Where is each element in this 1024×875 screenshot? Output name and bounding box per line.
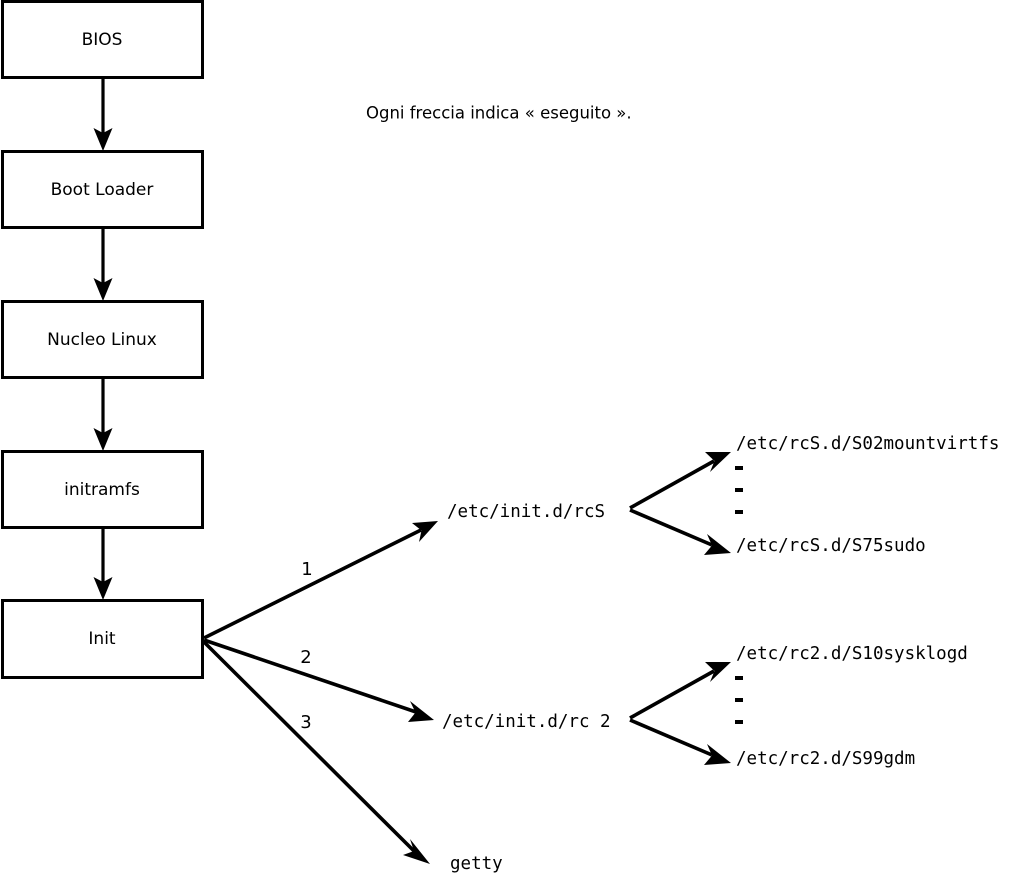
node-nucleo-linux: Nucleo Linux: [1, 300, 204, 379]
label-init-d-rc2: /etc/init.d/rc 2: [442, 712, 611, 732]
rc2-ellipsis: [735, 676, 743, 724]
label-rcs-last-script: /etc/rcS.d/S75sudo: [736, 536, 926, 556]
node-initramfs: initramfs: [1, 450, 204, 529]
arrow-bios-to-boot-loader: [93, 77, 113, 151]
arrowhead-icon: [705, 662, 731, 682]
label-rc2-last-script: /etc/rc2.d/S99gdm: [736, 749, 915, 769]
arrowhead-icon: [93, 278, 113, 301]
node-init: Init: [1, 599, 204, 679]
branch-number-3: 3: [300, 712, 311, 733]
label-rcs-first-script: /etc/rcS.d/S02mountvirtfs: [736, 434, 999, 454]
rc2-scripts-group: /etc/rc2.d/S10sysklogd /etc/rc2.d/S99gdm: [629, 644, 968, 769]
label-rc2-first-script: /etc/rc2.d/S10sysklogd: [736, 644, 968, 664]
bios-label: BIOS: [82, 30, 123, 50]
label-init-d-rcs: /etc/init.d/rcS: [447, 502, 605, 522]
arrowhead-icon: [412, 521, 438, 542]
initramfs-label: initramfs: [64, 480, 140, 500]
arrowhead-icon: [93, 577, 113, 600]
arrowhead-icon: [93, 428, 113, 451]
branch-number-1: 1: [301, 559, 312, 580]
boot-loader-label: Boot Loader: [51, 180, 154, 200]
node-bios: BIOS: [1, 0, 204, 79]
arrowhead-icon: [93, 128, 113, 151]
initramfs-box: [1, 450, 204, 529]
init-fanout-group: 1 2 3 /etc/init.d/rcS /etc/init.d/rc 2 g…: [202, 502, 611, 874]
rcs-ellipsis: [735, 466, 743, 514]
arrow-initramfs-to-init: [93, 527, 113, 600]
arrow-nucleo-to-initramfs: [93, 377, 113, 451]
bios-box: [1, 0, 204, 79]
ellipsis-dash-icon: [735, 720, 743, 724]
init-branch-3: 3: [202, 640, 430, 864]
diagram-caption: Ogni freccia indica « eseguito ».: [366, 104, 632, 123]
node-boot-loader: Boot Loader: [1, 150, 204, 229]
init-branch-1: 1: [203, 521, 438, 640]
nucleo-linux-label: Nucleo Linux: [47, 330, 157, 350]
arrowhead-icon: [704, 534, 731, 555]
arrow-boot-loader-to-nucleo: [93, 227, 113, 301]
init-branch-2: 2: [203, 638, 434, 722]
init-box: [1, 599, 204, 679]
boot-chain-arrows: [93, 77, 113, 600]
label-getty: getty: [450, 854, 503, 874]
arrowhead-icon: [704, 744, 731, 765]
boot-chain-group: BIOS Boot Loader Nucleo Linux initramfs …: [1, 0, 204, 679]
nucleo-linux-box: [1, 300, 204, 379]
arrowhead-icon: [403, 839, 430, 864]
rcs-scripts-group: /etc/rcS.d/S02mountvirtfs /etc/rcS.d/S75…: [629, 434, 999, 556]
init-label: Init: [88, 629, 116, 649]
ellipsis-dash-icon: [735, 510, 743, 514]
arrowhead-icon: [408, 701, 434, 722]
ellipsis-dash-icon: [735, 698, 743, 702]
branch-number-2: 2: [300, 647, 311, 668]
ellipsis-dash-icon: [735, 488, 743, 492]
ellipsis-dash-icon: [735, 676, 743, 680]
ellipsis-dash-icon: [735, 466, 743, 470]
arrowhead-icon: [705, 452, 731, 472]
